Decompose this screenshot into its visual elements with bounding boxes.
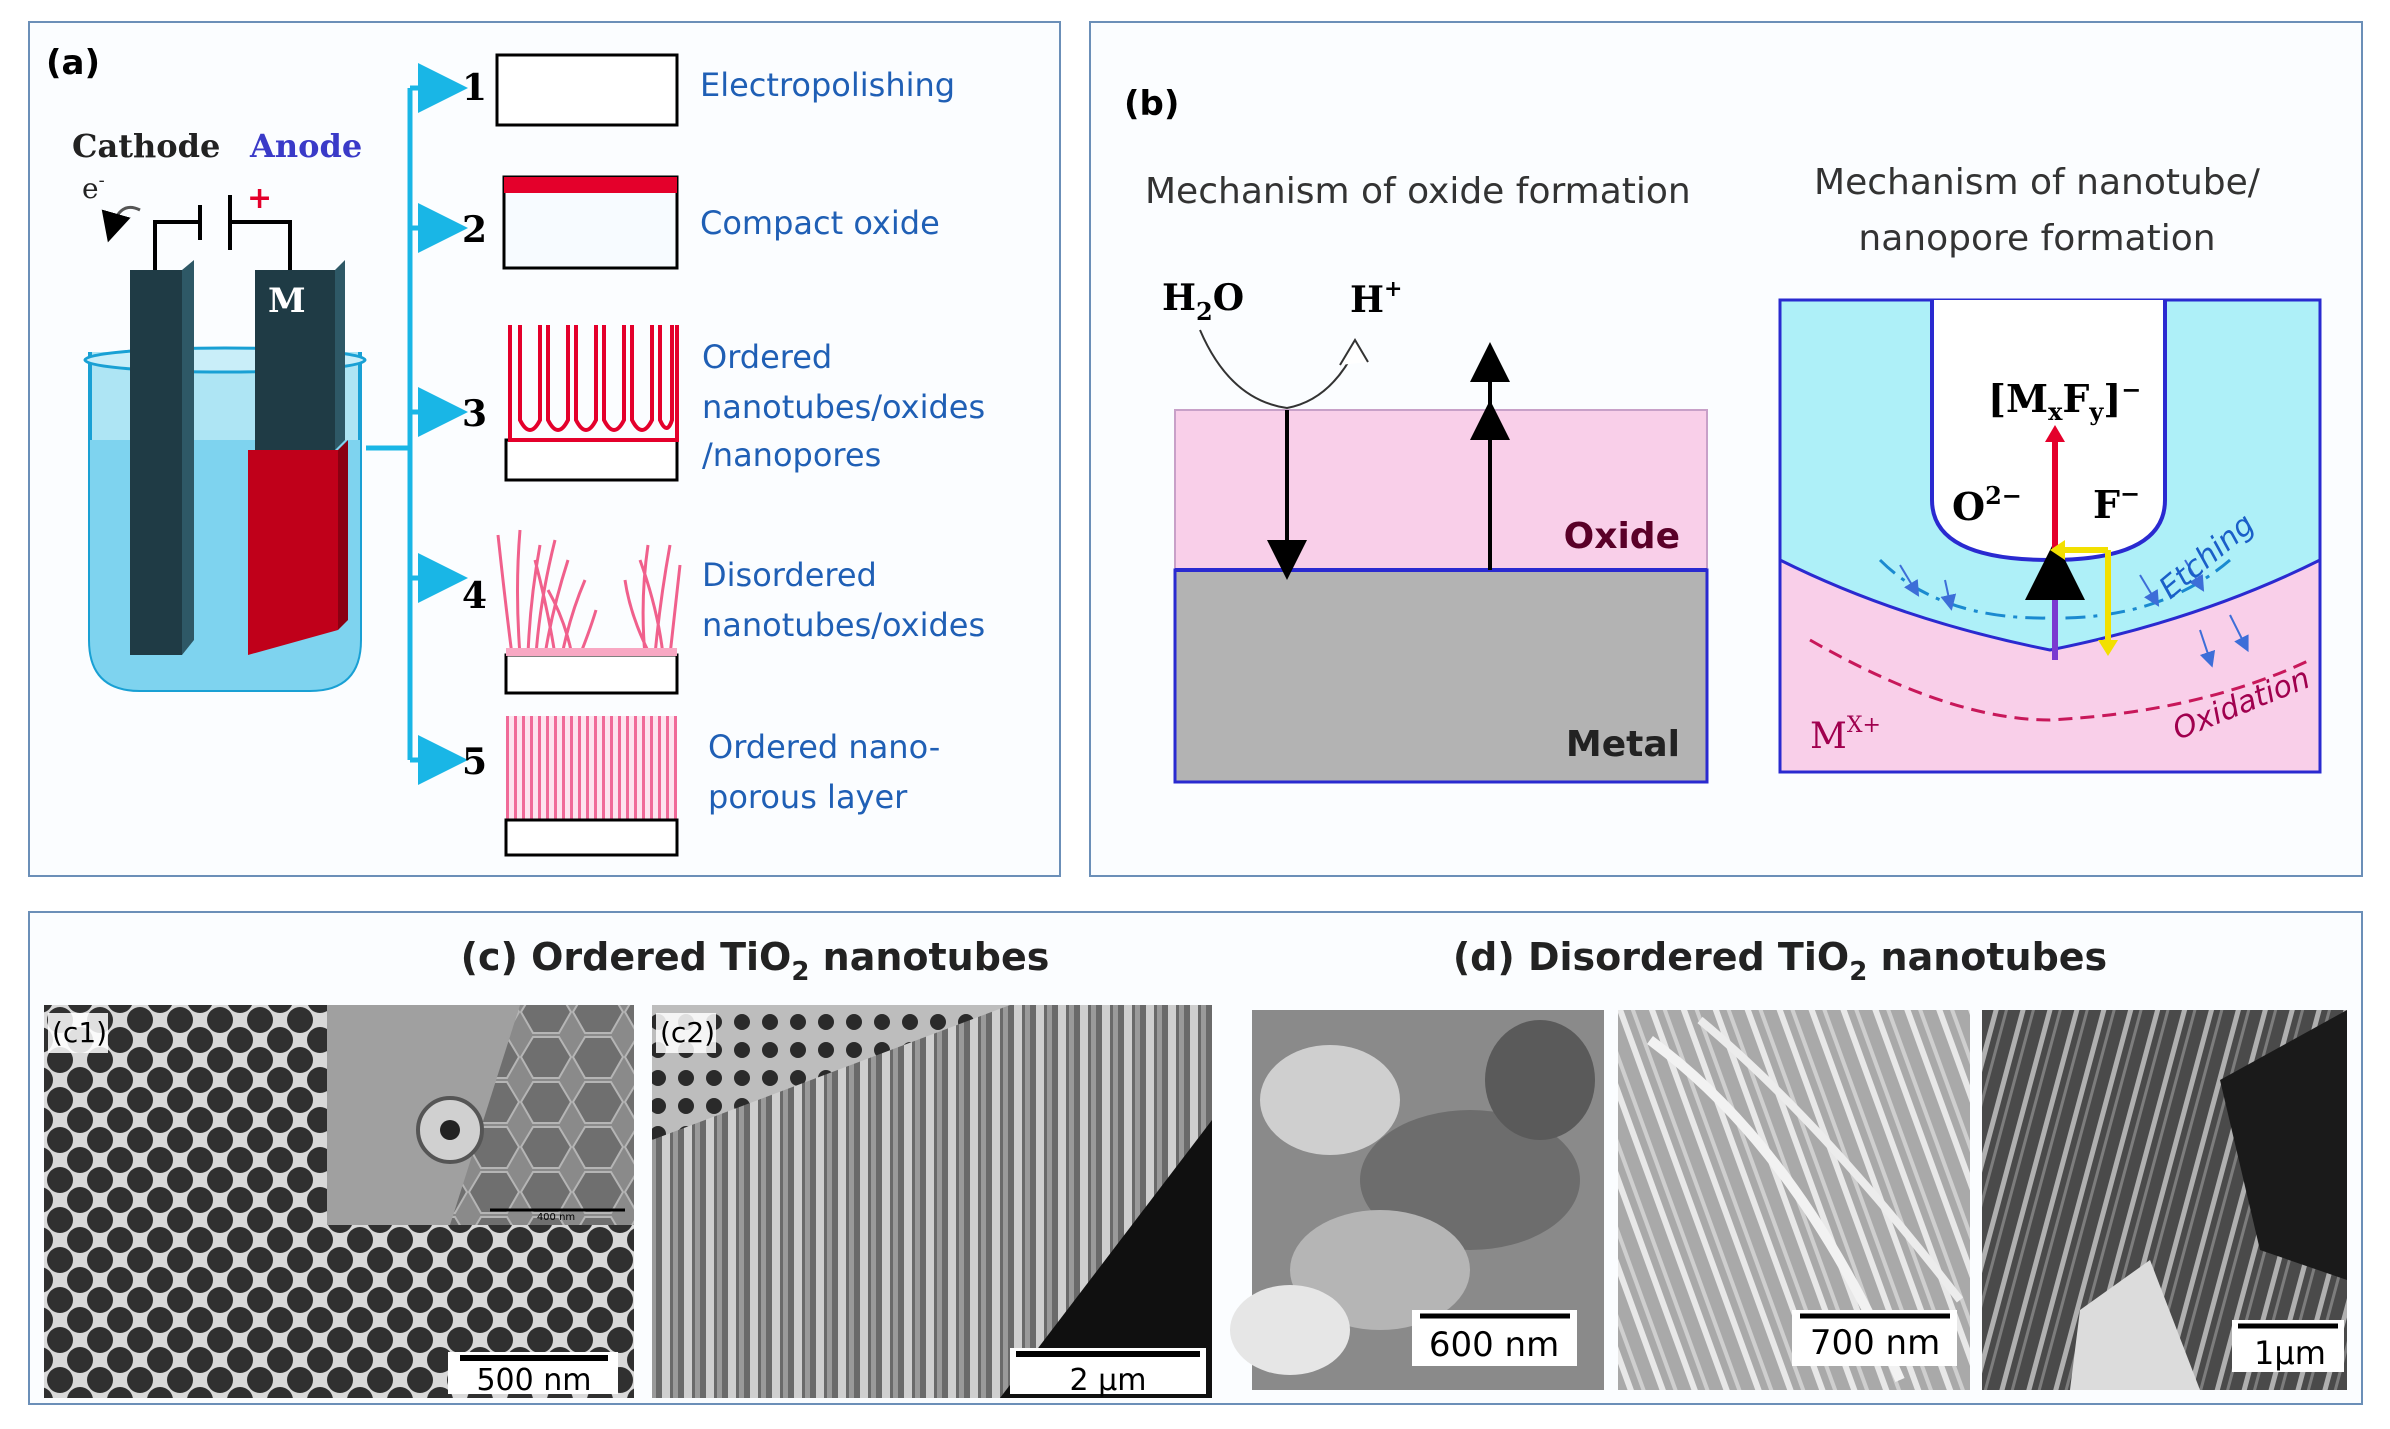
step-1-number: 1 [462, 67, 487, 109]
proton-label: H+ [1350, 276, 1402, 321]
cathode-label: Cathode [72, 127, 220, 165]
step-1-electropolished-surface [495, 53, 679, 127]
sem-image-d1: 600 nm [1230, 1010, 1604, 1390]
metal-cation-label: MX+ [1810, 713, 1881, 757]
step-3-label-line-3: /nanopores [702, 436, 881, 474]
electrochemical-cell: Cathode Anode e- + M [72, 127, 367, 692]
step-4-number: 4 [462, 575, 487, 617]
step-2-label: Compact oxide [700, 204, 940, 242]
sem-image-c1: 400 nm (c1) 500 nm [44, 1005, 634, 1398]
nanotube-mechanism-title-line-2: nanopore formation [1858, 218, 2215, 259]
panel-b-label: (b) [1124, 84, 1179, 124]
nanotube-formation-diagram: [MxFy]− O2− F− MX+ Etching Oxidation [1778, 298, 2322, 774]
panel-cd: (c) Ordered TiO2 nanotubes (d) Disordere… [28, 911, 2363, 1405]
anode-electrode [248, 260, 348, 655]
step-5-label-line-1: Ordered nano- [708, 728, 940, 766]
electron-label: e- [82, 170, 105, 205]
cathode-electrode [130, 260, 194, 655]
oxide-mechanism-title: Mechanism of oxide formation [1145, 171, 1691, 212]
plus-sign: + [247, 181, 272, 216]
step-3-label-line-1: Ordered [702, 338, 832, 376]
step-5-label-line-2: porous layer [708, 778, 908, 816]
step-4-label-line-2: nanotubes/oxides [702, 606, 985, 644]
step-3-ordered-nanotubes-schematic [504, 325, 679, 482]
step-4-disordered-nanotubes-schematic [496, 529, 682, 695]
inset-scale-label: 400 nm [537, 1212, 575, 1223]
d3-scale-bar-label: 1µm [2254, 1334, 2326, 1372]
c1-scale-bar-label: 500 nm [476, 1363, 591, 1398]
process-arrows [366, 63, 468, 785]
panel-a-label: (a) [46, 43, 100, 83]
sem-image-d2: 700 nm [1618, 1010, 1970, 1390]
step-5-number: 5 [462, 741, 487, 783]
c2-scale-bar-label: 2 µm [1070, 1363, 1147, 1398]
step-3-label-line-2: nanotubes/oxides [702, 388, 985, 426]
step-4-label-line-1: Disordered [702, 556, 877, 594]
water-label: H2O [1162, 277, 1244, 326]
oxide-formation-diagram: H2O H+ Oxide Metal [1162, 276, 1709, 784]
sem-image-c2: (c2) 2 µm [652, 1005, 1212, 1398]
c1-label: (c1) [52, 1016, 107, 1049]
d2-scale-bar-label: 700 nm [1810, 1323, 1940, 1363]
panel-b: (b) Mechanism of oxide formation Mechani… [1089, 21, 2363, 877]
panel-a: (a) Cathode Anode [28, 21, 1061, 877]
panel-c-title: (c) Ordered TiO2 nanotubes [461, 935, 1050, 987]
step-5-nanoporous-layer-schematic [504, 716, 679, 857]
metal-layer-label: Metal [1566, 724, 1680, 765]
sem-image-d3: 1µm [1982, 1010, 2347, 1390]
nanotube-mechanism-title-line-1: Mechanism of nanotube/ [1814, 162, 2261, 203]
panel-d-title: (d) Disordered TiO2 nanotubes [1453, 935, 2107, 987]
anode-label: Anode [249, 127, 362, 165]
metal-fluoride-complex-label: [MxFy]− [1988, 375, 2141, 426]
d1-scale-bar-label: 600 nm [1429, 1325, 1559, 1365]
fluoride-ion-label: F− [2093, 479, 2140, 527]
step-1-label: Electropolishing [700, 66, 955, 104]
oxide-layer-label: Oxide [1564, 516, 1680, 557]
step-2-number: 2 [462, 209, 487, 251]
step-3-number: 3 [462, 393, 487, 435]
oxide-ion-label: O2− [1952, 481, 2022, 529]
c2-label: (c2) [660, 1016, 715, 1049]
step-labels: Electropolishing Compact oxide Ordered n… [700, 66, 985, 816]
step-2-compact-oxide-schematic [502, 175, 679, 270]
metal-m-label: M [268, 281, 306, 321]
